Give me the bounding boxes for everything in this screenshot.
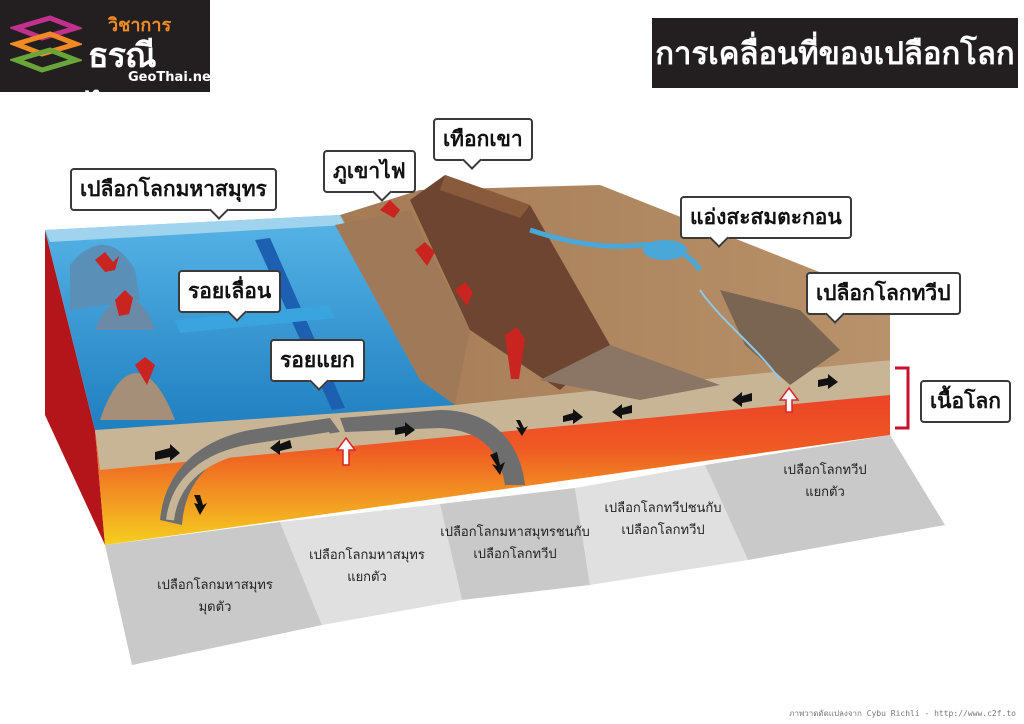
river — [529, 227, 703, 272]
panel-continent-collision-bg — [575, 465, 748, 585]
logo-layers-icon — [10, 15, 82, 73]
callout-sedimentary-basin: แอ่งสะสมตะกอน — [680, 196, 852, 248]
process-label-ocean-rift: เปลือกโลกมหาสมุทร แยกตัว — [309, 548, 425, 585]
logo-top-text: วิชาการ — [108, 15, 172, 36]
callout-mountain-range: เทือกเขา — [433, 118, 533, 170]
process-label-ocean-continent: เปลือกโลกมหาสมุทรชนกับ เปลือกโลกทวีป — [440, 525, 590, 562]
arc-lava-1 — [380, 200, 400, 218]
lava-1 — [95, 252, 119, 272]
logo-main-text: ธรณีไทย — [88, 36, 157, 130]
lava-2 — [115, 290, 133, 316]
upwelling-arrows — [335, 386, 800, 466]
process-label-continent-rift: เปลือกโลกทวีป แยกตัว — [783, 463, 867, 500]
ocean-surface — [45, 215, 345, 242]
callout-transform-fault: รอยเลื่อน — [178, 270, 282, 322]
movement-arrows — [155, 374, 838, 515]
arrow-10 — [516, 420, 528, 436]
arrow-7 — [732, 392, 752, 407]
volcano-island-3 — [100, 373, 175, 420]
rift-valley — [720, 290, 840, 385]
lava-3 — [135, 357, 155, 385]
arrow-9 — [194, 495, 207, 515]
panel-ocean-rift-bg — [280, 504, 462, 625]
continent — [335, 175, 890, 405]
arrow-3 — [395, 422, 415, 437]
page-title: การเคลื่อนที่ของเปลือกโลก — [652, 18, 1018, 88]
arrow-5 — [563, 409, 583, 424]
callout-oceanic-crust: เปลือกโลกมหาสมุทร — [70, 168, 277, 220]
callout-continental-crust: เปลือกโลกทวีป — [806, 272, 961, 324]
callout-rift: รอยแยก — [270, 339, 365, 391]
image-credit: ภาพวาดดัดแปลงจาก Cybu Richli - http://ww… — [789, 709, 1016, 718]
arrow-4 — [490, 452, 505, 475]
left-side-face — [45, 230, 105, 545]
arrow-1 — [155, 444, 180, 461]
callout-mantle: เนื้อโลก — [920, 380, 1012, 423]
panel-ocean-continent-bg — [440, 488, 590, 600]
panel-subduction-bg — [105, 522, 322, 665]
rift-upwelling-arrow — [778, 386, 800, 413]
arrow-6 — [612, 404, 632, 419]
volcanic-arc-slope — [335, 210, 470, 405]
transform-fault-strip — [175, 305, 335, 333]
arrow-8 — [818, 374, 838, 389]
process-panels — [105, 435, 945, 665]
process-label-continent-collision: เปลือกโลกทวีปชนกับ เปลือกโลกทวีป — [604, 501, 722, 538]
ridge-upwelling-arrow — [335, 436, 357, 466]
panel-continent-rift-bg — [705, 435, 945, 560]
arc-lava-2 — [415, 242, 435, 266]
process-label-subduction: เปลือกโลกมหาสมุทร มุดตัว — [157, 578, 273, 615]
callout-volcano: ภูเขาไฟ — [323, 150, 416, 202]
arc-lava-3 — [455, 282, 473, 306]
mountain-root — [540, 345, 720, 400]
logo-sub-text: GeoThai.net — [128, 70, 217, 85]
mantle-bracket — [895, 366, 910, 430]
arc-magma — [505, 327, 525, 379]
logo: วิชาการ ธรณีไทย GeoThai.net — [0, 0, 217, 130]
subducting-slab-right — [340, 410, 525, 485]
mountain-range — [410, 175, 610, 390]
lake — [643, 240, 687, 260]
arrow-2 — [270, 440, 292, 455]
